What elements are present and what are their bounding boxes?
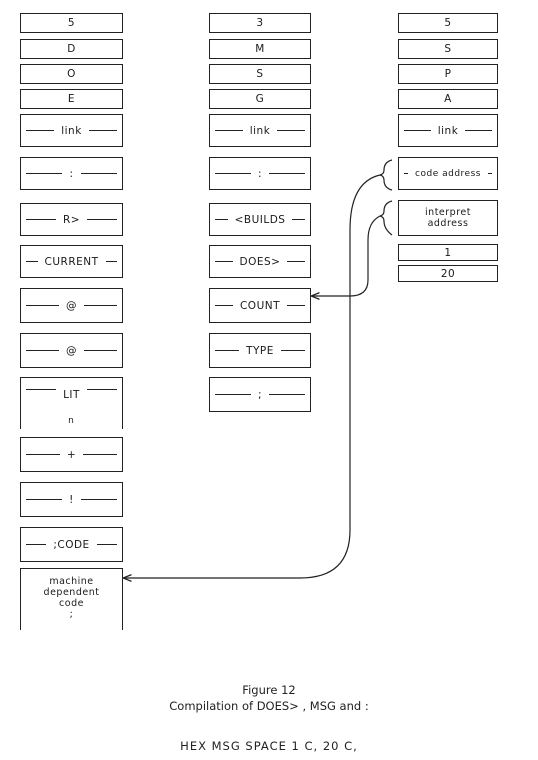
interpret-address-arrow [312, 215, 381, 296]
col1-word-store: ! [20, 482, 123, 517]
col2-code-field: : [209, 157, 311, 190]
col2-word-type: TYPE [209, 333, 311, 368]
figure-caption: Compilation of DOES> , MSG and : [169, 699, 369, 713]
col3-name-char-a: A [398, 89, 498, 109]
col1-word-fetch-1: @ [20, 288, 123, 323]
col1-lit-operand: n [68, 416, 74, 426]
col1-word-r-from: R> [20, 203, 123, 236]
col2-name-char-g: G [209, 89, 311, 109]
interpret-line-2: address [427, 218, 469, 229]
col1-name-length: 5 [20, 13, 123, 33]
col1-word-lit: LIT [20, 377, 123, 429]
machine-code-line-4: ; [69, 609, 74, 620]
col2-word-semicolon: ; [209, 377, 311, 412]
col1-link-field: link [20, 114, 123, 147]
col1-word-current: CURRENT [20, 245, 123, 278]
col1-name-char-e: E [20, 89, 123, 109]
col2-name-length: 3 [209, 13, 311, 33]
machine-code-line-1: machine [49, 576, 94, 587]
col1-code-field: : [20, 157, 123, 190]
col3-interpret-address: interpret address [398, 200, 498, 236]
col3-name-length: 5 [398, 13, 498, 33]
col1-machine-code: machine dependent code ; [20, 568, 123, 630]
figure-title: Figure 12 [242, 683, 296, 697]
command-line: HEX MSG SPACE 1 C, 20 C, [180, 739, 358, 753]
col2-link-field: link [209, 114, 311, 147]
col3-link-field: link [398, 114, 498, 147]
col3-value-1: 1 [398, 244, 498, 261]
code-address-brace [379, 159, 393, 191]
col2-word-builds: <BUILDS [209, 203, 311, 236]
interpret-address-brace [379, 200, 393, 236]
col3-value-20: 20 [398, 265, 498, 282]
col1-word-fetch-2: @ [20, 333, 123, 368]
col3-name-char-p: P [398, 64, 498, 84]
col3-code-address: code address [398, 157, 498, 190]
interpret-line-1: interpret [425, 207, 471, 218]
col2-name-char-s: S [209, 64, 311, 84]
col3-name-char-s: S [398, 39, 498, 59]
col2-word-count: COUNT [209, 288, 311, 323]
col1-word-semicolon-code: ;CODE [20, 527, 123, 562]
col2-name-char-m: M [209, 39, 311, 59]
col2-word-does: DOES> [209, 245, 311, 278]
machine-code-line-3: code [59, 598, 84, 609]
col1-name-char-o: O [20, 64, 123, 84]
col1-word-plus: + [20, 437, 123, 472]
machine-code-line-2: dependent [43, 587, 100, 598]
col1-name-char-d: D [20, 39, 123, 59]
